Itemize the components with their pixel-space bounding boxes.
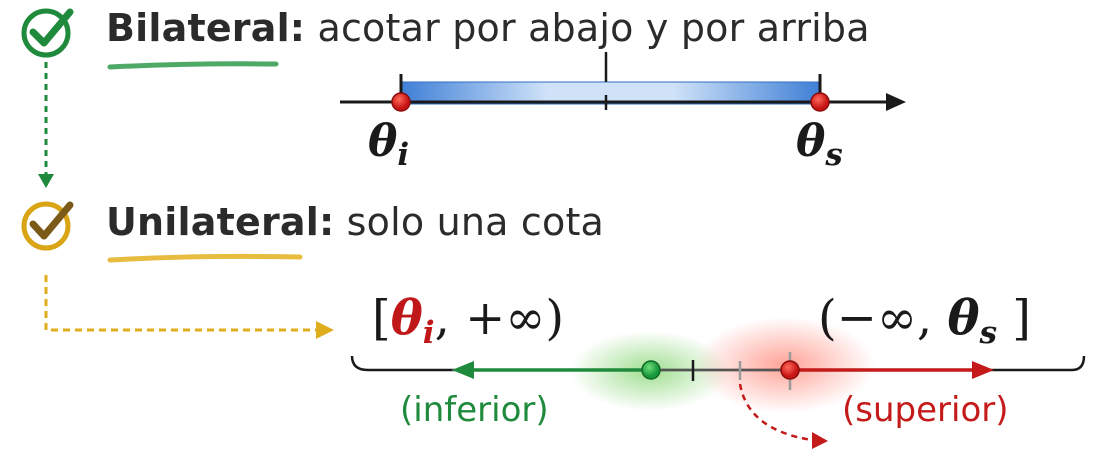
theta-i-label: θi bbox=[368, 116, 409, 173]
inferior-label: (inferior) bbox=[400, 390, 549, 430]
red-curve-arrowhead bbox=[812, 432, 828, 449]
upper-interval-open: (−∞, bbox=[818, 290, 948, 346]
unilateral-title-bold: Unilateral: bbox=[106, 200, 335, 244]
lower-interval-open: [ bbox=[372, 290, 391, 346]
gold-underline bbox=[107, 253, 303, 263]
bilateral-title-bold: Bilateral: bbox=[106, 6, 306, 50]
red-bound-point bbox=[780, 360, 800, 380]
superior-label: (superior) bbox=[842, 390, 1009, 430]
red-dashed-curve bbox=[738, 383, 813, 442]
unilateral-number-line bbox=[350, 317, 1086, 449]
green-bound-point bbox=[641, 360, 661, 380]
green-check-icon bbox=[21, 8, 74, 58]
theta-s-subscript: s bbox=[825, 137, 843, 174]
green-underline bbox=[107, 61, 279, 70]
lower-interval-theta: θ bbox=[390, 290, 423, 346]
theta-s-label: θs bbox=[796, 116, 843, 173]
lower-interval-sub: i bbox=[422, 315, 435, 352]
lower-bound-point bbox=[391, 92, 411, 112]
theta-i-symbol: θ bbox=[368, 116, 398, 167]
theta-s-symbol: θ bbox=[796, 116, 826, 167]
upper-interval-close: ] bbox=[997, 290, 1032, 346]
unilateral-title: Unilateral: solo una cota bbox=[106, 200, 604, 244]
bilateral-title-rest: acotar por abajo y por arriba bbox=[305, 6, 870, 50]
upper-interval-label: (−∞, θs ] bbox=[818, 290, 1032, 351]
bilateral-title: Bilateral: acotar por abajo y por arriba bbox=[106, 6, 870, 50]
green-connector-arrowhead bbox=[38, 174, 54, 188]
gold-check-icon bbox=[21, 201, 74, 251]
axis-arrowhead bbox=[886, 93, 906, 111]
gold-connector-arrowhead bbox=[316, 321, 334, 339]
lower-interval-rest: , +∞) bbox=[434, 290, 565, 346]
unilateral-title-rest: solo una cota bbox=[334, 200, 605, 244]
theta-i-subscript: i bbox=[397, 137, 410, 174]
upper-interval-theta: θ bbox=[947, 290, 980, 346]
upper-bound-point bbox=[810, 92, 830, 112]
upper-interval-sub: s bbox=[979, 315, 998, 352]
lower-interval-label: [θi, +∞) bbox=[372, 290, 565, 351]
gold-dashed-connector bbox=[44, 275, 318, 332]
bilateral-number-line bbox=[340, 52, 906, 112]
